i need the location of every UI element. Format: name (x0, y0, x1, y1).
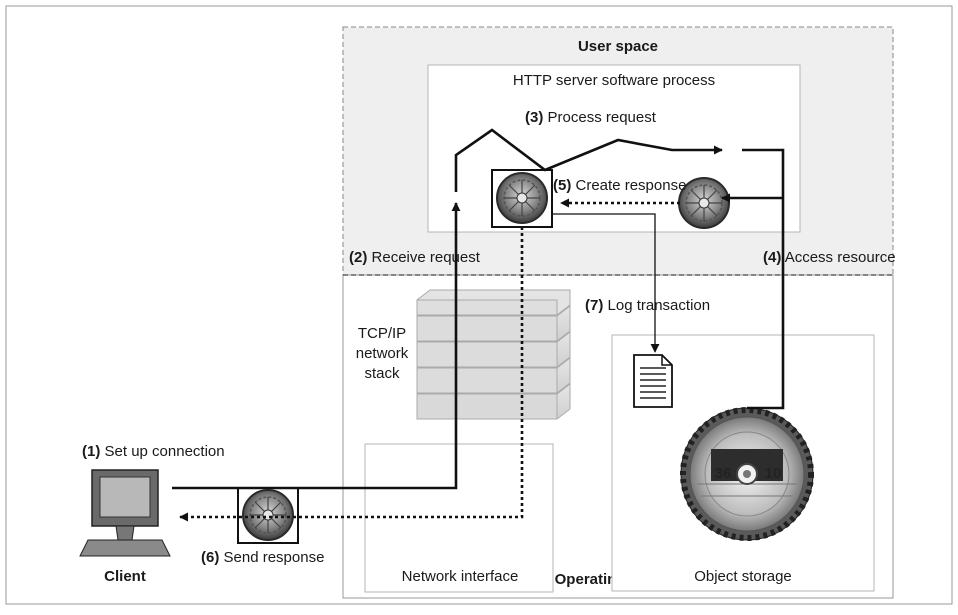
tcp-ip-stack-icon (416, 289, 571, 420)
resource-gear-icon (678, 177, 730, 229)
step-4-label: (4) Access resource (763, 249, 896, 266)
tcp-label-line3: stack (364, 365, 400, 382)
tcp-label-line2: network (356, 345, 409, 362)
response-gear-icon (491, 169, 553, 228)
step-2-label: (2) Receive request (349, 249, 481, 266)
request-path-arrow (172, 202, 461, 490)
send-response-arrow (179, 227, 524, 522)
send-gear-icon (237, 487, 299, 544)
http-process-box (427, 64, 801, 233)
user-space-label: User space (578, 38, 658, 55)
saw-blade-text-right: 10 (765, 465, 782, 482)
tcp-label-line1: TCP/IP (358, 325, 406, 342)
network-interface-label: Network interface (402, 568, 519, 585)
step-5-label: (5) Create response (553, 177, 686, 194)
client-computer-icon (79, 469, 171, 557)
process-request-arrow (454, 128, 723, 192)
saw-blade-resource-icon (680, 407, 814, 541)
log-file-icon (633, 354, 673, 408)
access-resource-loop (742, 148, 785, 410)
log-transaction-arrow (552, 213, 660, 353)
http-process-label: HTTP server software process (513, 72, 715, 89)
step-3-label: (3) Process request (525, 109, 657, 126)
saw-blade-text-left: 36 (715, 465, 732, 482)
step-7-label: (7) Log transaction (585, 297, 710, 314)
step-1-label: (1) Set up connection (82, 443, 225, 460)
client-label: Client (104, 568, 146, 585)
object-storage-label: Object storage (694, 568, 792, 585)
step-6-label: (6) Send response (201, 549, 324, 566)
